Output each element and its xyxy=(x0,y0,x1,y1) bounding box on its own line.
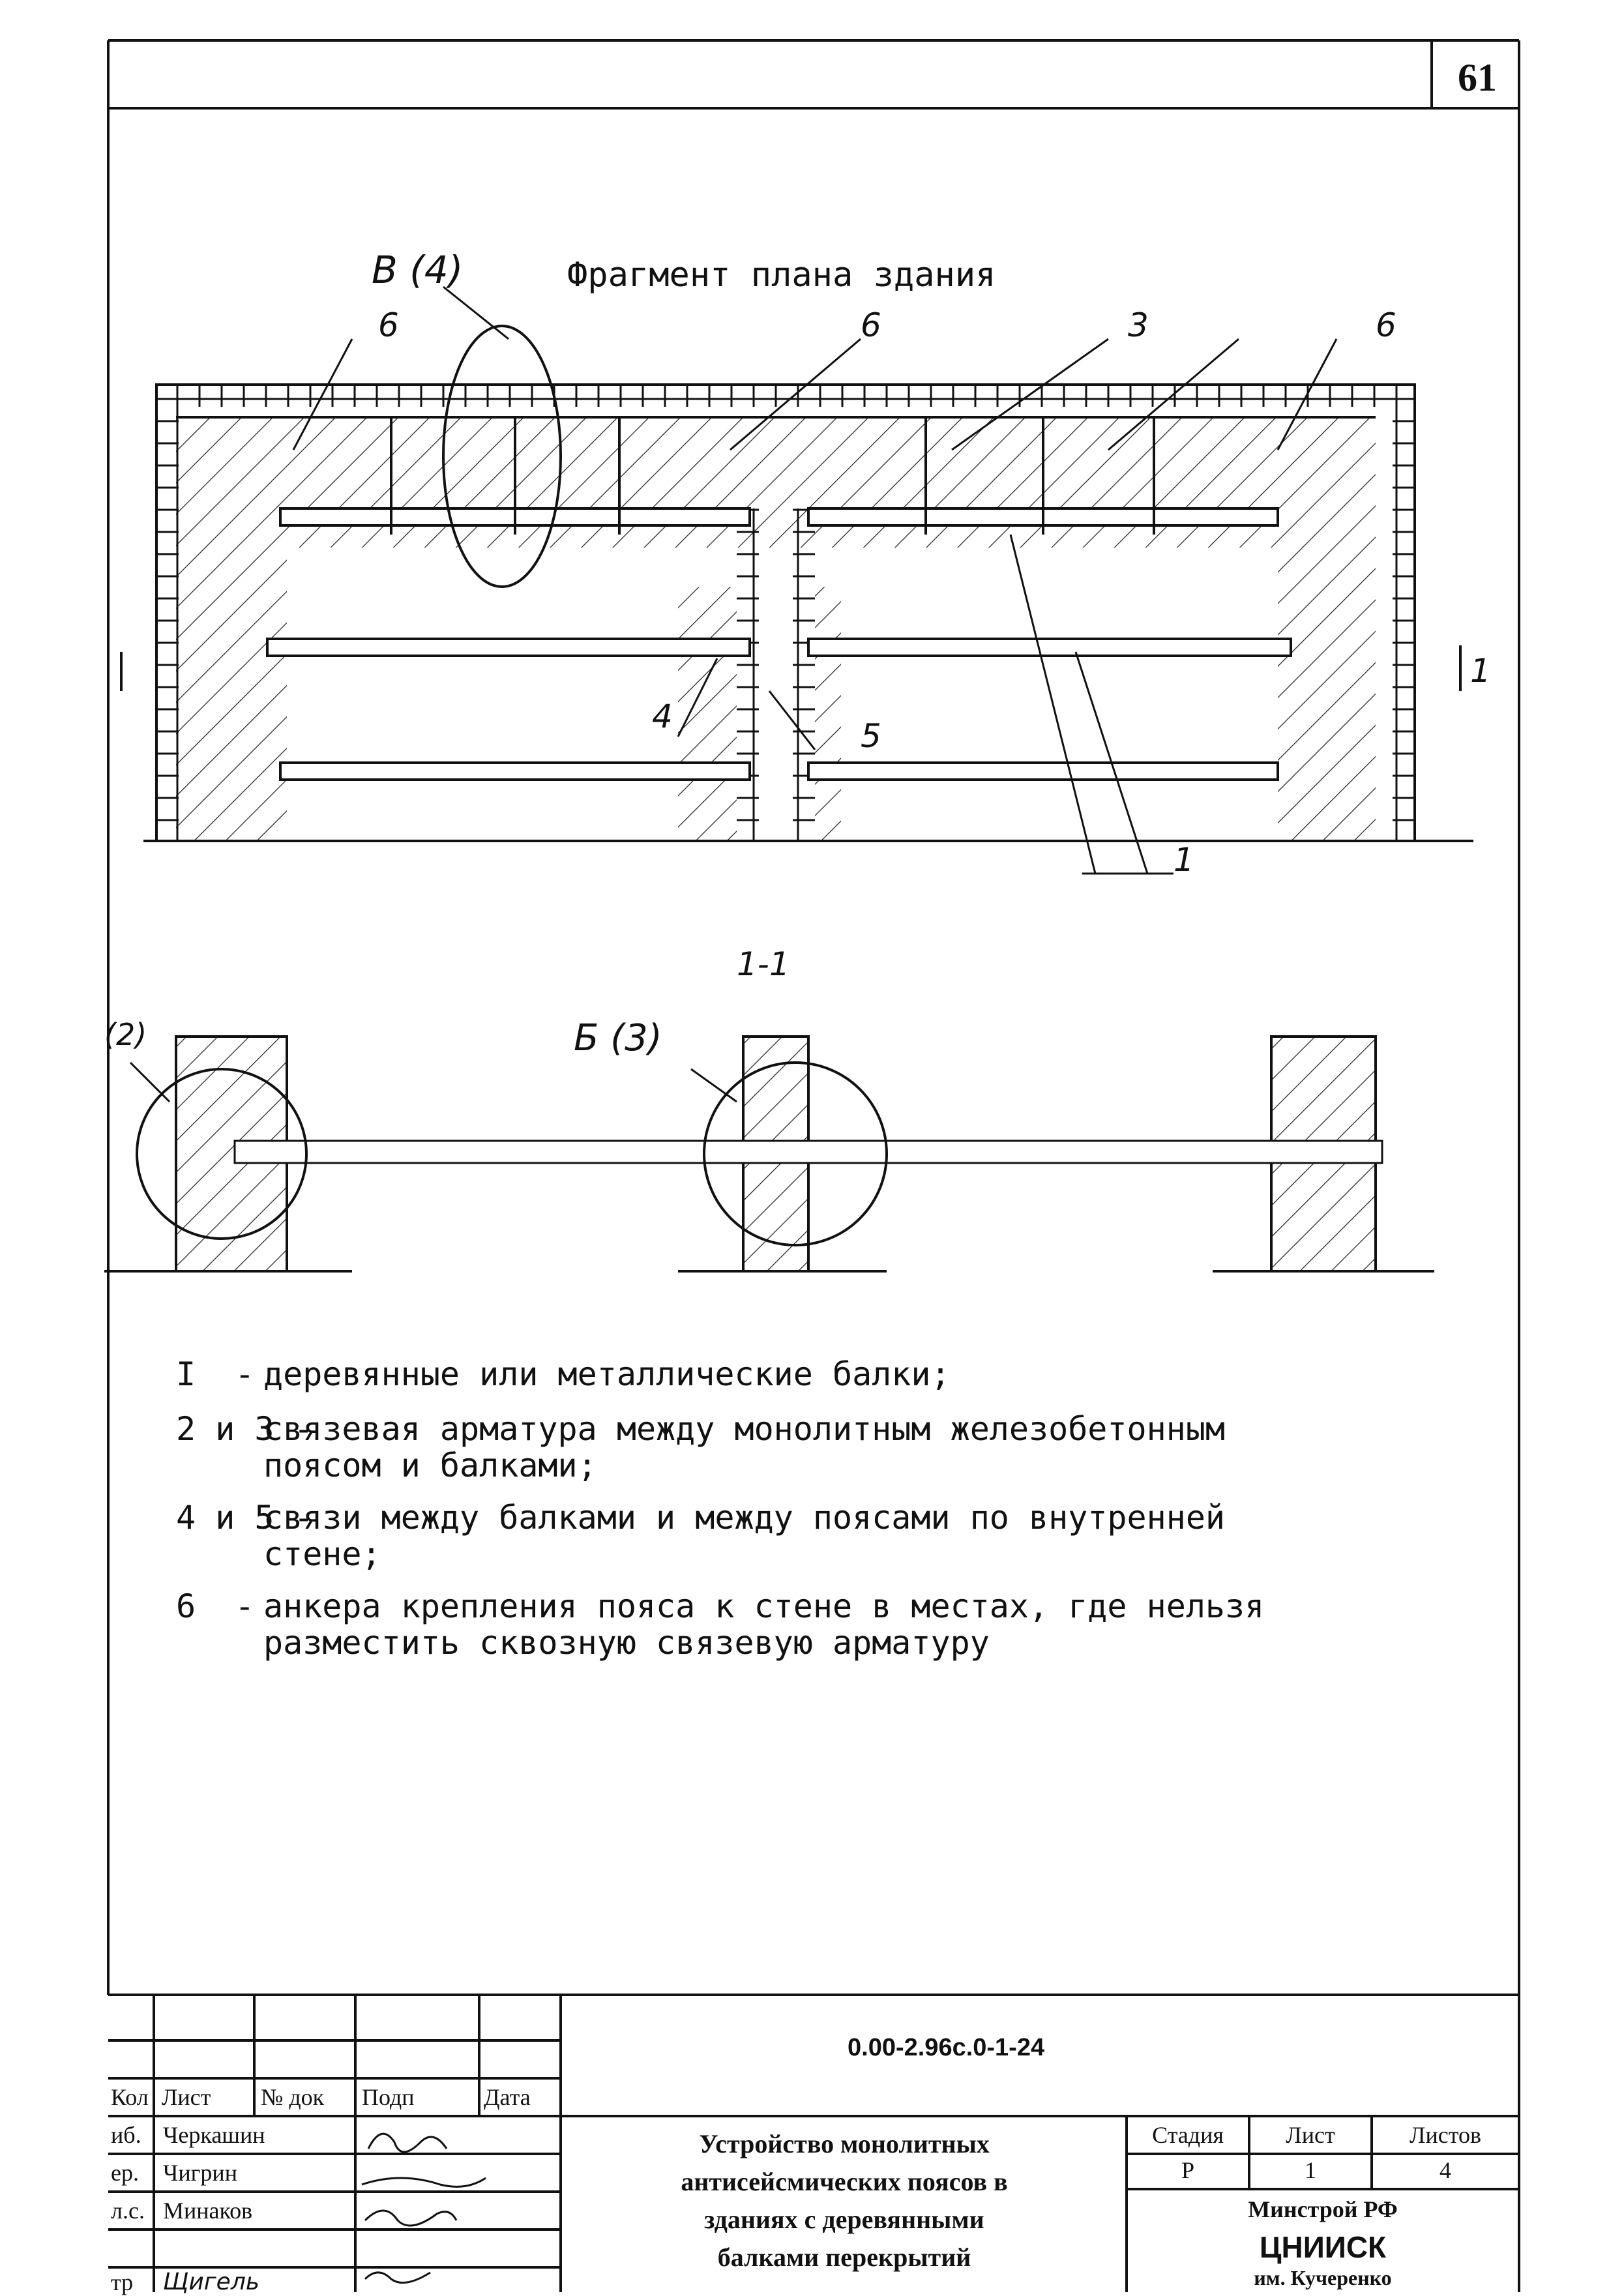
org-kucherenko: им. Кучеренко xyxy=(1254,2266,1392,2289)
sheets-value: 4 xyxy=(1439,2157,1451,2183)
legend-text: анкера крепления пояса к стене в местах,… xyxy=(263,1587,1265,1662)
plan-fragment xyxy=(120,286,1473,875)
hdr-kol: Кол xyxy=(111,2084,149,2110)
plan-label-6a: 6 xyxy=(378,306,399,344)
row-name: Черкашин xyxy=(163,2122,265,2148)
legend-text: деревянные или металлические балки; xyxy=(263,1355,951,1393)
signatures xyxy=(361,2132,486,2284)
legend-item: 2 и 3 -связевая арматура между монолитны… xyxy=(176,1411,1225,1484)
row-name: Щигель xyxy=(163,2269,260,2295)
plan-label-6b: 6 xyxy=(861,306,881,344)
plan-label-6c: 6 xyxy=(1376,306,1396,344)
row-name: Чигрин xyxy=(163,2160,237,2186)
row-name: Минаков xyxy=(163,2198,253,2224)
hdr-podp: Подп xyxy=(362,2084,415,2110)
plan-label-4: 4 xyxy=(652,698,673,735)
sheets-header: Листов xyxy=(1410,2122,1481,2148)
row-role: ер. xyxy=(111,2160,139,2186)
stage-value: Р xyxy=(1181,2157,1195,2183)
stage-header: Стадия xyxy=(1152,2122,1224,2148)
section-title: 1-1 xyxy=(737,945,790,983)
legend-item: 4 и 5 -связи между балками и между пояса… xyxy=(176,1499,1225,1572)
page-number: 61 xyxy=(1458,56,1497,99)
legend-num: 2 и 3 - xyxy=(176,1410,314,1448)
legend-item: I -деревянные или металлические балки; xyxy=(176,1356,951,1392)
drawing-title: Устройство монолитных антисейсмических п… xyxy=(681,2129,1008,2272)
callout-a: (2) xyxy=(104,1017,147,1052)
plan-label-5: 5 xyxy=(861,717,881,755)
title-block-grid xyxy=(108,1994,1519,2292)
hdr-ndok: № док xyxy=(261,2084,325,2110)
plan-label-1: 1 xyxy=(1174,841,1194,879)
org-ministry: Минстрой РФ xyxy=(1248,2196,1398,2222)
org-tsniisk: ЦНИИСК xyxy=(1259,2230,1387,2264)
hdr-data: Дата xyxy=(484,2084,531,2110)
row-role: л.с. xyxy=(111,2198,145,2224)
sheet-frame xyxy=(107,39,1520,2292)
callout-v: В (4) xyxy=(372,248,464,292)
legend-num: 4 и 5 - xyxy=(176,1499,314,1537)
row-role: иб. xyxy=(111,2122,141,2148)
doc-code: 0.00-2.96с.0-1-24 xyxy=(848,2034,1045,2061)
callout-b: Б (3) xyxy=(574,1017,662,1059)
hdr-list: Лист xyxy=(162,2084,211,2110)
section-mark-label: 1 xyxy=(1470,652,1491,690)
plan-label-3: 3 xyxy=(1128,306,1149,344)
legend-num: I - xyxy=(176,1355,255,1393)
sheet-header: Лист xyxy=(1286,2122,1335,2148)
plan-title: Фрагмент плана здания xyxy=(567,256,996,295)
row-role: тр xyxy=(111,2269,134,2295)
legend-text: связевая арматура между монолитным желез… xyxy=(263,1410,1226,1484)
section-1-1 xyxy=(104,1035,1434,1273)
legend-text: связи между балками и между поясами по в… xyxy=(263,1499,1226,1573)
legend-item: 6 -анкера крепления пояса к стене в мест… xyxy=(176,1588,1264,1661)
sheet-value: 1 xyxy=(1305,2157,1316,2183)
legend-num: 6 - xyxy=(176,1587,255,1625)
